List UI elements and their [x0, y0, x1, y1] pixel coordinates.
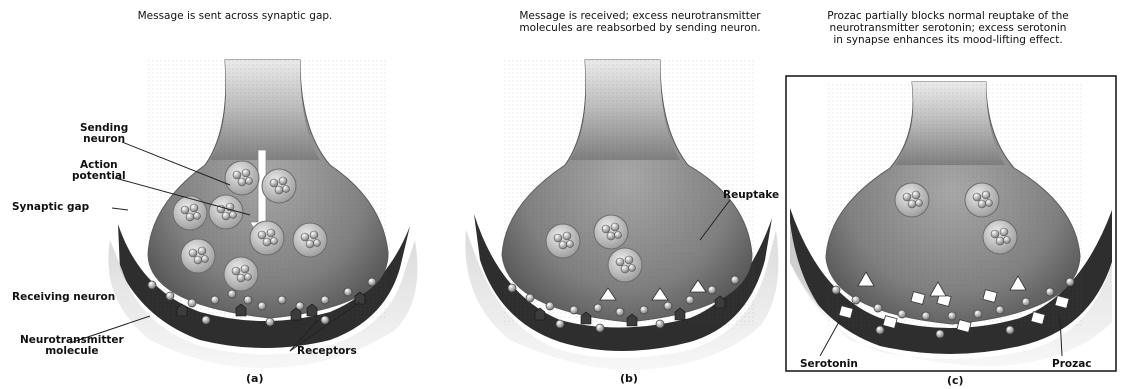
panel-a-diagram — [70, 60, 418, 368]
panel-a-caption: Message is sent across synaptic gap. — [95, 10, 375, 22]
panel-b-caption: Message is received; excess neurotransmi… — [475, 10, 805, 34]
receptors-label: Receptors — [297, 346, 357, 357]
synaptic-gap-label: Synaptic gap — [12, 202, 89, 213]
receiving-neuron-label: Receiving neuron — [12, 292, 115, 303]
panel-b-diagram — [465, 60, 778, 370]
panel-c-diagram — [786, 76, 1116, 371]
reuptake-label: Reuptake — [723, 190, 779, 201]
serotonin-label: Serotonin — [800, 359, 858, 370]
prozac-label: Prozac — [1052, 359, 1092, 370]
panel-b-sublabel: (b) — [620, 372, 638, 385]
panel-c-sublabel: (c) — [947, 374, 964, 387]
neurotransmitter-molecule-label: Neurotransmitter molecule — [20, 335, 124, 357]
sending-neuron-label: Sending neuron — [80, 123, 128, 145]
panel-a-sublabel: (a) — [246, 372, 263, 385]
action-potential-label: Action potential — [72, 160, 126, 182]
panel-c-caption: Prozac partially blocks normal reuptake … — [775, 10, 1121, 46]
